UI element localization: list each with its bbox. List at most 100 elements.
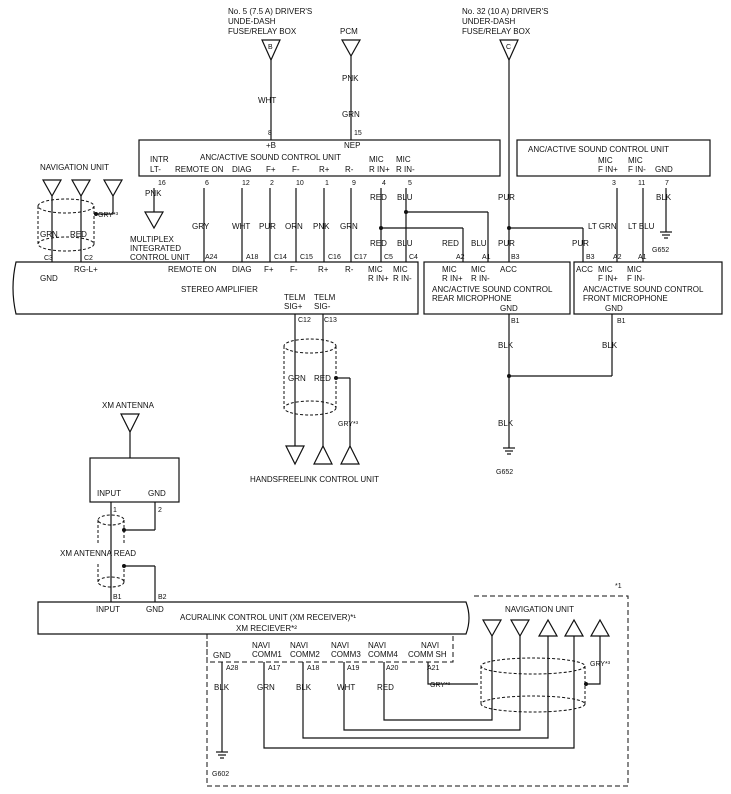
front-microphone: ACC MIC F IN+ MIC F IN- ANC/ACTIVE SOUND… xyxy=(573,254,723,325)
pin-label: DIAG xyxy=(232,265,252,274)
navigation-unit-top: NAVIGATION UNIT GRY*³ GRN RED C3 C2 xyxy=(37,163,124,262)
wire-label: BLU xyxy=(397,239,413,248)
wire-label: PNK xyxy=(145,189,162,198)
pin-number: C2 xyxy=(84,255,93,262)
anc-unit-title: ANC/ACTIVE SOUND CONTROL UNIT xyxy=(200,153,341,162)
wire-label: RED xyxy=(314,374,331,383)
wire-label: BLK xyxy=(214,683,230,692)
pin-label: R+ xyxy=(319,165,330,174)
wire-label: GRY xyxy=(192,222,210,231)
connector-triangle-icon xyxy=(340,39,362,58)
pin-number: 12 xyxy=(242,180,250,187)
pin-label: R IN+ xyxy=(369,165,390,174)
pin-label: COMM SH xyxy=(408,650,447,659)
input-triangle-icon xyxy=(340,444,360,465)
pin-label: NAVI xyxy=(252,641,270,650)
wire-label: GRN xyxy=(257,683,275,692)
fuse5-label-1: No. 5 (7.5 A) DRIVER'S xyxy=(228,7,312,16)
wire-label: GRY*³ xyxy=(98,212,119,219)
antenna-triangle-icon xyxy=(70,179,92,198)
pin-number: B3 xyxy=(511,254,520,261)
pin-number: A24 xyxy=(205,254,218,261)
pin-number: C14 xyxy=(274,254,287,261)
antenna-triangle-icon xyxy=(41,179,63,198)
wire-label: GRN xyxy=(340,222,358,231)
fuse5-label-2: UNDE-DASH xyxy=(228,17,276,26)
pin-label: GND xyxy=(605,304,623,313)
pin-label: NAVI xyxy=(290,641,308,650)
stereo-amplifier: GND RG-L+ REMOTE ON DIAG F+ F- R+ R- MIC… xyxy=(12,254,419,324)
wire-label: BLK xyxy=(602,341,618,350)
wire-label: WHT xyxy=(258,96,276,105)
pin-number: 2 xyxy=(158,507,162,514)
pin-number: A18 xyxy=(246,254,259,261)
rear-microphone: MIC R IN+ MIC R IN- ACC ANC/ACTIVE SOUND… xyxy=(423,254,571,325)
rear-mic-label-1: ANC/ACTIVE SOUND CONTROL xyxy=(432,285,553,294)
stereo-amplifier-title: STEREO AMPLIFIER xyxy=(181,285,258,294)
multiplex-unit: PNK MULTIPLEX INTEGRATED CONTROL UNIT xyxy=(130,188,190,262)
pin-number: B3 xyxy=(586,254,595,261)
pin-label: GND xyxy=(213,651,231,660)
pin-label: F IN- xyxy=(627,274,645,283)
fuse32-conn-label: C xyxy=(506,44,511,51)
pin-label: F IN+ xyxy=(598,165,618,174)
multiplex-label-2: INTEGRATED xyxy=(130,244,181,253)
wire-label: PNK xyxy=(342,74,359,83)
antenna-triangle-icon xyxy=(563,618,585,637)
wire-label: BLU xyxy=(471,239,487,248)
pin-label: R- xyxy=(345,265,354,274)
pin-number: C4 xyxy=(409,254,418,261)
output-triangle-icon xyxy=(285,445,305,466)
antenna-triangle-icon xyxy=(509,619,531,638)
pin-label: R IN+ xyxy=(368,274,389,283)
pin-label: MIC xyxy=(396,155,411,164)
pin-label: NAVI xyxy=(421,641,439,650)
pcm-label: PCM xyxy=(340,27,358,36)
pin-label: COMM4 xyxy=(368,650,398,659)
navigation-unit-bottom: NAVIGATION UNIT xyxy=(481,605,611,638)
pin-number: A21 xyxy=(427,665,440,672)
wire-label: RED xyxy=(377,683,394,692)
acuralink-control-unit: INPUT GND ACURALINK CONTROL UNIT (XM REC… xyxy=(37,583,629,787)
pin-label: MIC xyxy=(442,265,457,274)
wire-label: RED xyxy=(442,239,459,248)
wire-label: PUR xyxy=(572,239,589,248)
anc-stereo-wires: GRY WHT PUR ORN PNK GRN RED BLU RED BLU … xyxy=(192,188,672,262)
rear-mic-label-2: REAR MICROPHONE xyxy=(432,294,512,303)
pin-number: B1 xyxy=(511,318,520,325)
pin-label: +B xyxy=(266,141,276,150)
pin-label: GND xyxy=(655,165,673,174)
hfl-title: HANDSFREELINK CONTROL UNIT xyxy=(250,475,379,484)
pin-number: A2 xyxy=(456,254,465,261)
pin-label: MIC xyxy=(368,265,383,274)
ground-label: G602 xyxy=(212,771,229,778)
wire-label: RED xyxy=(370,193,387,202)
fuse32-label-2: UNDER-DASH xyxy=(462,17,516,26)
wire-label: BLU xyxy=(397,193,413,202)
pin-number: 3 xyxy=(612,180,616,187)
pin-label: COMM2 xyxy=(290,650,320,659)
pin-label: ACC xyxy=(500,265,517,274)
pin-label: GND xyxy=(146,605,164,614)
wire-label: GRY*³ xyxy=(590,661,611,668)
pin-label: LT- xyxy=(150,165,161,174)
pin-label: SIG- xyxy=(314,302,331,311)
pin-label: TELM xyxy=(284,293,306,302)
xm-antenna-read-label: XM ANTENNA READ xyxy=(60,549,136,558)
pin-label: MIC xyxy=(471,265,486,274)
pin-label: F IN+ xyxy=(598,274,618,283)
pin-label: TELM xyxy=(314,293,336,302)
ground-label: G652 xyxy=(652,247,669,254)
pin-label: COMM3 xyxy=(331,650,361,659)
pin-label: MIC xyxy=(393,265,408,274)
pin-label: R IN- xyxy=(393,274,412,283)
pin-label: RG-L+ xyxy=(74,265,98,274)
pin-label: MIC xyxy=(598,265,613,274)
anc-control-unit-right: ANC/ACTIVE SOUND CONTROL UNIT MIC F IN+ … xyxy=(516,139,711,187)
pin-number: C12 xyxy=(298,317,311,324)
pin-label: F IN- xyxy=(628,165,646,174)
pin-label: F- xyxy=(292,165,300,174)
ground-label: G652 xyxy=(496,469,513,476)
pin-number: 1 xyxy=(325,180,329,187)
